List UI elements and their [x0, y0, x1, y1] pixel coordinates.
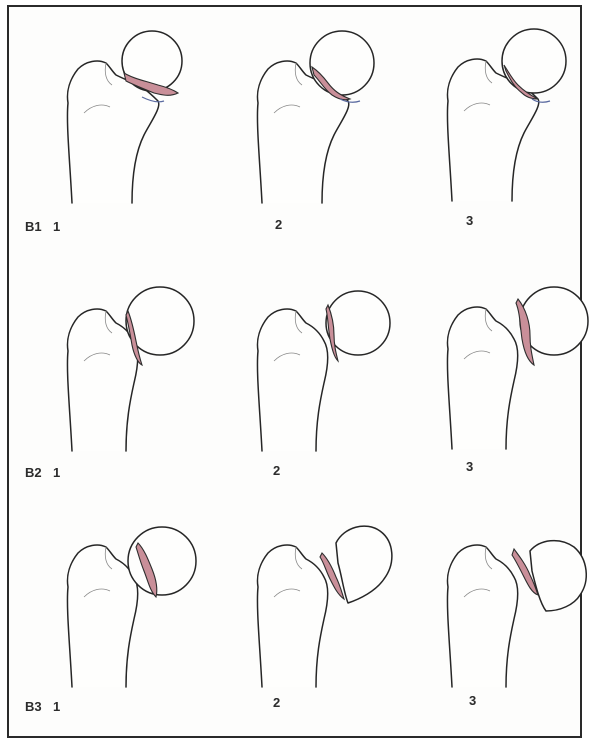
row-b3-group-label: B3	[25, 699, 42, 714]
femur-illustration-b1-3	[434, 21, 593, 231]
figure-frame: B1 1 2 3 B2 1 2 3 B3 1 2 3	[7, 5, 582, 738]
femur-illustration-b3-1	[54, 507, 224, 717]
row-b1-group-label: B1	[25, 219, 42, 234]
femur-illustration-b2-3	[434, 269, 593, 479]
femur-illustration-b3-3	[434, 507, 593, 717]
femur-illustration-b3-2	[244, 507, 414, 717]
row-b2-group-label: B2	[25, 465, 42, 480]
femur-illustration-b1-2	[244, 23, 414, 233]
femur-illustration-b2-2	[244, 271, 414, 481]
femur-illustration-b2-1	[54, 271, 224, 481]
femur-illustration-b1-1	[54, 23, 224, 233]
